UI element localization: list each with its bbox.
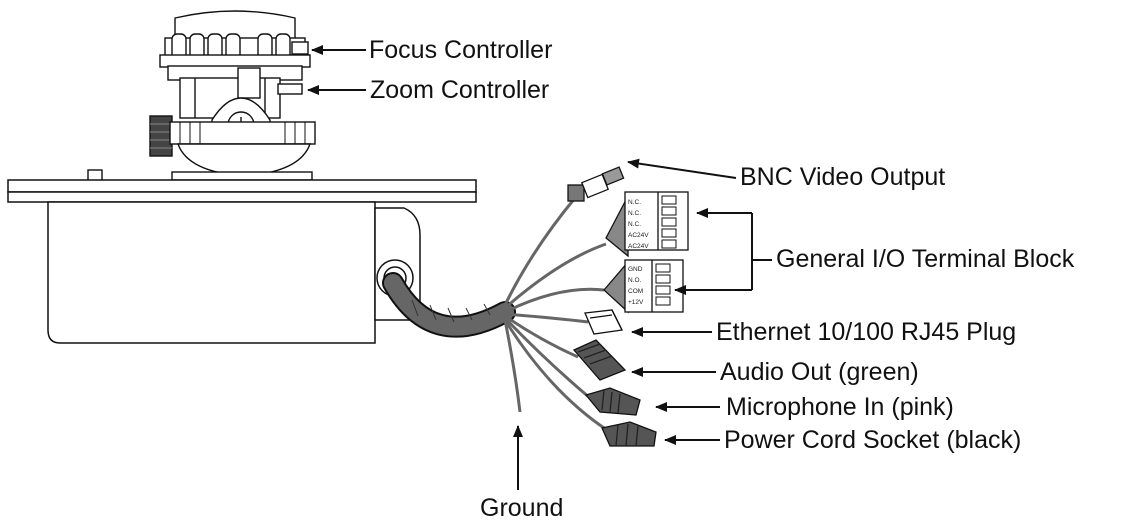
bnc-connector — [567, 166, 625, 202]
tb-upper-label: N.C. — [628, 221, 641, 228]
terminal-block-upper: N.C. N.C. N.C. AC24V AC24V — [605, 191, 689, 258]
audio-out-jack — [572, 339, 627, 381]
tb-lower-label: +12V — [628, 299, 644, 306]
tb-upper-label: AC24V — [628, 232, 649, 239]
cable-bundle — [382, 272, 516, 338]
label-ground: Ground — [480, 494, 564, 522]
label-power-cord-socket: Power Cord Socket (black) — [724, 426, 1022, 454]
label-audio-out: Audio Out (green) — [720, 358, 919, 386]
camera-housing — [7, 179, 477, 344]
label-focus-controller: Focus Controller — [369, 36, 553, 64]
mic-in-jack — [584, 387, 641, 416]
focus-screw — [291, 41, 309, 55]
arrow-bnc — [627, 158, 737, 179]
tb-lower-label: COM — [628, 288, 643, 295]
tb-upper-label: N.C. — [628, 199, 641, 206]
callout-arrows — [307, 45, 772, 490]
terminal-block-lower: GND N.O. COM +12V — [603, 259, 684, 314]
label-microphone-in: Microphone In (pink) — [726, 393, 954, 421]
label-zoom-controller: Zoom Controller — [370, 76, 550, 104]
tb-lower-label: GND — [628, 266, 643, 273]
label-bnc-video-output: BNC Video Output — [740, 163, 946, 191]
power-socket — [601, 421, 657, 447]
tb-upper-label: N.C. — [628, 210, 641, 217]
cable-leads — [503, 197, 608, 432]
tb-upper-label: AC24V — [628, 243, 649, 250]
label-ethernet-rj45: Ethernet 10/100 RJ45 Plug — [716, 318, 1017, 346]
zoom-screw — [277, 83, 303, 95]
tb-lower-label: N.O. — [628, 277, 642, 284]
rj45-plug — [584, 309, 623, 335]
label-general-io-terminal-block: General I/O Terminal Block — [776, 245, 1075, 273]
lens-assembly — [87, 10, 316, 183]
